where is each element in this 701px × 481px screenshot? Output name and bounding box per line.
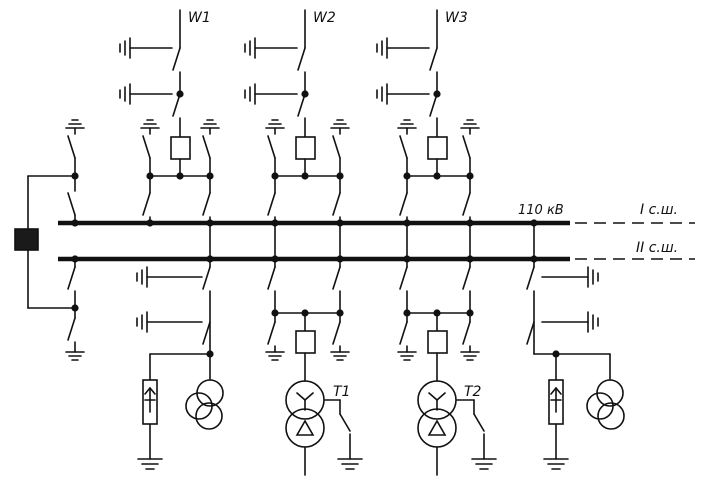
transformer-bay-t1: T1 (265, 222, 363, 476)
breaker-t2 (427, 330, 448, 354)
voltage-transformer-bay-right (526, 219, 625, 470)
vt-left-winding-3 (195, 402, 223, 430)
t2-winding-lv (417, 408, 457, 448)
vt-right-winding-3 (597, 402, 625, 430)
line-w3-label: W3 (445, 10, 468, 26)
t2-winding-hv (417, 380, 457, 420)
breaker-w1 (170, 136, 191, 160)
vt-right-winding-2 (586, 392, 614, 420)
line-w2-label: W2 (313, 10, 336, 26)
coupler-breaker (14, 228, 39, 251)
breaker-w2 (295, 136, 316, 160)
transformer-t1-label: T1 (333, 384, 350, 400)
line-bay-w1: W1 (119, 9, 220, 260)
breaker-t1 (295, 330, 316, 354)
transformer-bay-t2: T2 (397, 222, 497, 476)
line-bay-w2: W2 (244, 9, 350, 260)
bus-2-label: II с.ш. (636, 240, 678, 256)
voltage-transformer-bay-left (136, 255, 224, 470)
t1-winding-lv (285, 408, 325, 448)
voltage-label: 110 кВ (518, 203, 564, 218)
busbars: 110 кВ I с.ш. II с.ш. (58, 202, 695, 262)
line-w1-label: W1 (188, 10, 211, 26)
vt-left-winding-2 (185, 392, 213, 420)
line-bay-w3: W3 (376, 9, 480, 260)
transformer-t2-label: T2 (464, 384, 482, 400)
t1-winding-hv (285, 380, 325, 420)
breaker-w3 (427, 136, 448, 160)
bus-1-label: I с.ш. (640, 202, 678, 218)
bus-coupler (14, 119, 85, 361)
